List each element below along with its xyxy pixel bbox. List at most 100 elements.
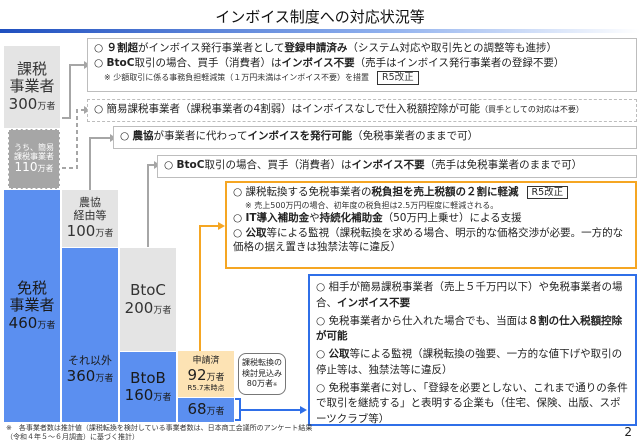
taxable-label-2: 事業者 bbox=[9, 77, 55, 96]
text: 等による監視（課税転換を求める場合、明示的な価格交渉が必要。一方的な価格の据え置… bbox=[233, 226, 624, 254]
exempt-support-box: ○ 相手が簡易課税事業者（売上５千万円以下）や免税事業者の場合、インボイス不要 … bbox=[308, 274, 637, 426]
text: ○ bbox=[233, 211, 246, 224]
text: ○ 免税事業者に対し、「登録を必要としない、これまで通りの条件で取引を継続する」… bbox=[316, 381, 628, 426]
simplified-taxable-block: うち、簡易 課税事業者 110万者 bbox=[8, 129, 60, 189]
text: ○ bbox=[94, 42, 107, 54]
taxable-business-block: 課税 事業者 300万者 bbox=[4, 46, 60, 128]
text: （売手は免税事業者のままで可） bbox=[424, 159, 583, 171]
text: （令和４年５～６月調査）に基づく推計） bbox=[6, 433, 139, 442]
applied-support-box: ○ 課税転換する免税事業者の税負担を売上税額の２割に軽減 R5改正 ※ 売上500… bbox=[225, 181, 637, 269]
text: ○ 相手が簡易課税事業者（売上５千万円以下）や免税事業者の場合、 bbox=[316, 281, 623, 309]
text: ※ 各事業者数は推計値（課税転換を検討している事業者数は、日本商工会議所のアンケ… bbox=[6, 424, 313, 432]
text: （免税事業者のままで可） bbox=[352, 130, 479, 142]
text: 万者 bbox=[95, 373, 114, 384]
exempt-business-block: 免税 事業者 460万者 bbox=[4, 190, 60, 422]
text: 申請済 bbox=[192, 356, 220, 367]
text: 80万者 bbox=[246, 379, 273, 389]
text: ※ bbox=[272, 382, 278, 389]
text: BtoC bbox=[130, 281, 166, 300]
text: BtoB bbox=[130, 368, 166, 387]
other-block: それ以外 360万者 bbox=[62, 248, 118, 422]
text: 登録申請済み bbox=[284, 42, 348, 54]
nokyo-info-box: ○ 農協が事業者に代わってインボイスを発行可能（免税事業者のままで可） bbox=[113, 126, 637, 149]
text: ８割の仕入税額控除が可能 bbox=[316, 314, 623, 343]
taxable-info-box: ○ ９割超がインボイス発行事業者として登録申請済み（システム対応や取引先との調整… bbox=[87, 38, 637, 92]
text: 万者 bbox=[37, 101, 56, 112]
applied-block: 申請済 92万者 R5.7末時点 bbox=[178, 351, 234, 397]
text: 課税転換の bbox=[242, 358, 282, 368]
text: ○ bbox=[94, 57, 107, 70]
r5-revision-badge: R5改正 bbox=[526, 186, 569, 200]
text: 360 bbox=[66, 366, 96, 385]
text: 取引の場合、買手（消費者）は bbox=[204, 159, 352, 171]
nokyo-block: 農協 経由等 100万者 bbox=[62, 190, 118, 247]
text: ○ bbox=[316, 348, 329, 360]
text: （買手としての対応は不要） bbox=[480, 105, 584, 114]
text: インボイス不要 bbox=[351, 159, 425, 171]
text: 68 bbox=[187, 400, 207, 419]
text: うち、簡易 bbox=[14, 142, 54, 152]
text: 460 bbox=[8, 313, 38, 332]
btob-block: BtoB 160万者 bbox=[120, 352, 176, 422]
text: 万者 bbox=[153, 393, 172, 403]
page-title: インボイス制度への対応状況等 bbox=[215, 8, 425, 26]
text: 取引の場合、買手（消費者）は bbox=[134, 57, 282, 70]
text: がインボイス発行事業者として bbox=[138, 42, 285, 54]
simplified-info-box: ○ 簡易課税事業者（課税事業者の4割弱）はインボイスなしで仕入税額控除が可能（買… bbox=[87, 99, 637, 122]
btoc-info-box: ○ BtoC取引の場合、買手（消費者）はインボイス不要（売手は免税事業者のままで… bbox=[157, 155, 637, 178]
text: 万者 bbox=[153, 305, 172, 316]
r5-revision-badge: R5改正 bbox=[377, 71, 419, 85]
text: ○ bbox=[233, 226, 246, 239]
text: 300 bbox=[8, 94, 38, 113]
footnote: ※ 各事業者数は推計値（課税転換を検討している事業者数は、日本商工会議所のアンケ… bbox=[6, 424, 312, 442]
text: インボイスを発行可能 bbox=[247, 130, 353, 142]
text: 160 bbox=[124, 386, 154, 404]
text: 万者 bbox=[206, 407, 225, 418]
text: 200 bbox=[124, 298, 154, 317]
text: ○ 免税事業者から仕入れた場合でも、当面は bbox=[316, 314, 528, 327]
text: ※ 少額取引に係る事務負担軽減策（１万円未満はインボイス不要）を措置 bbox=[104, 73, 370, 83]
text: ※ 売上500万円の場合、初年度の税負担は2.5万円程度に軽減される。 bbox=[245, 200, 499, 210]
text: ○ 課税転換する免税事業者の bbox=[233, 186, 372, 198]
text: 事業者 bbox=[9, 296, 55, 315]
considering-note: 課税転換の 検討見込み 80万者※ bbox=[238, 353, 286, 395]
text: 110 bbox=[14, 160, 38, 175]
text: R5.7末時点 bbox=[187, 383, 225, 392]
text: 万者 bbox=[37, 164, 54, 174]
text: 公取 bbox=[328, 348, 350, 360]
text: ○ bbox=[164, 159, 177, 171]
text: が事業者に代わって bbox=[153, 130, 248, 142]
text: IT導入補助金 bbox=[245, 211, 310, 224]
text: 経由等 bbox=[73, 208, 107, 222]
page-number: 2 bbox=[624, 425, 632, 439]
text: 92 bbox=[187, 365, 207, 384]
text: それ以外 bbox=[68, 354, 112, 368]
text: ○ 簡易課税事業者（課税事業者の4割弱）はインボイスなしで仕入税額控除が可能 bbox=[94, 103, 481, 115]
text: 持続化補助金 bbox=[319, 211, 383, 224]
text: BtoC bbox=[106, 57, 135, 70]
text: 万者 bbox=[95, 228, 114, 239]
text: や bbox=[309, 211, 320, 224]
text: BtoC bbox=[176, 159, 205, 171]
text: 農協 bbox=[79, 196, 101, 210]
text: 公取 bbox=[245, 226, 267, 239]
text: インボイス不要 bbox=[281, 57, 355, 70]
text: （システム対応や取引先との調整等も進捗） bbox=[347, 42, 557, 54]
text: ９割超 bbox=[106, 42, 139, 54]
text: 農協 bbox=[132, 130, 154, 142]
text: 税負担を売上税額の２割に軽減 bbox=[371, 186, 519, 198]
text: （50万円上乗せ）による支援 bbox=[382, 211, 522, 224]
text: 免税 bbox=[16, 279, 47, 298]
text: 検討見込み bbox=[242, 368, 282, 378]
btoc-block: BtoC 200万者 bbox=[120, 248, 176, 351]
text: 100 bbox=[66, 221, 96, 240]
taxable-label: 課税 bbox=[16, 60, 47, 79]
text: インボイス不要 bbox=[337, 296, 411, 309]
text: （売手はインボイス発行事業者の登録不要） bbox=[354, 57, 565, 70]
title-underline bbox=[0, 29, 640, 33]
taxable-count: 300万者 bbox=[8, 94, 56, 113]
text: ○ bbox=[120, 130, 133, 142]
text: 万者 bbox=[37, 320, 56, 331]
text: 万者 bbox=[206, 372, 225, 383]
